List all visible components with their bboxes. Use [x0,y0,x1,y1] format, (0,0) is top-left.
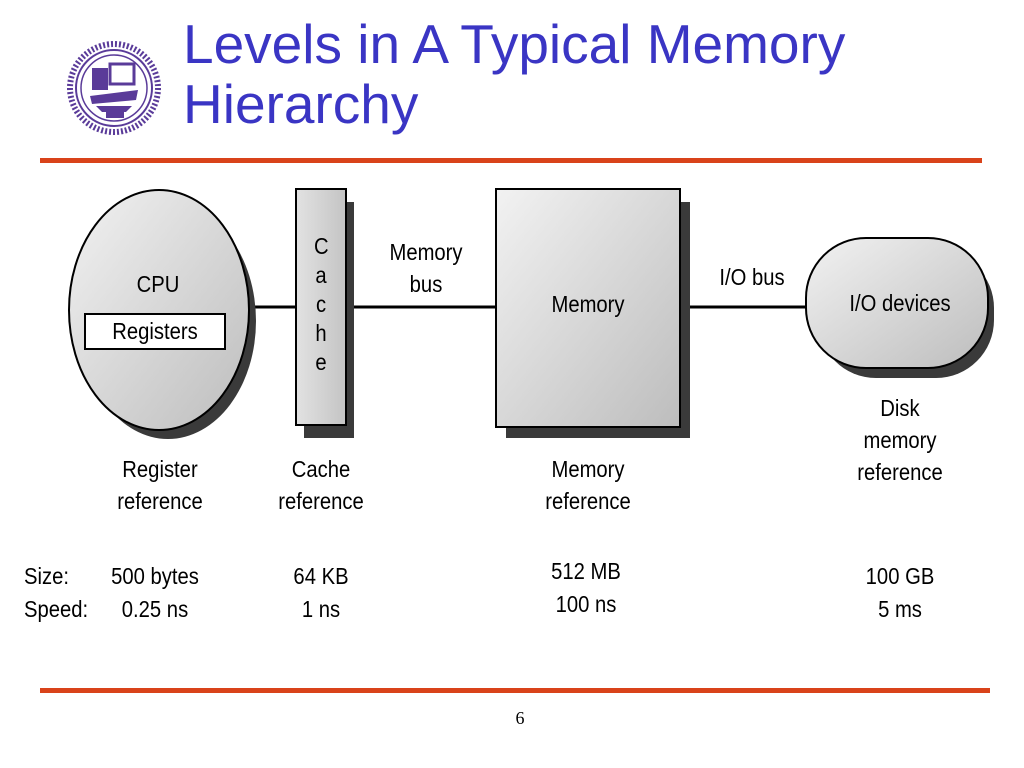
disk-reference-label: Disk memory reference [838,392,961,488]
cache-node [295,188,347,426]
memory-speed-value: 100 ns [555,591,617,617]
speed-row-label: Speed: [24,596,89,622]
cache-letters: Cache [313,233,329,375]
registers-box [84,313,226,350]
university-seal-icon [67,41,161,135]
registers-label: Registers [112,318,198,344]
memory-size-value: 512 MB [551,558,621,584]
cache-ref-line1: Cache [291,456,351,482]
cache-ref-line2: reference [278,488,364,514]
cache-vertical-label: Cache [299,232,343,377]
register-speed-value: 0.25 ns [121,596,189,622]
cpu-label: CPU [136,271,180,297]
disk-size-value: 100 GB [865,563,935,589]
page-number: 6 [515,708,525,728]
cpu-node [68,189,250,431]
register-reference-label: Register reference [98,453,221,517]
memory-node [495,188,681,428]
register-size-value: 500 bytes [111,563,199,589]
memory-bus-label-line2: bus [409,271,443,297]
title-line-2: Hierarchy [183,73,419,135]
cache-size-value: 64 KB [293,563,349,589]
memory-ref-line2: reference [545,488,631,514]
memory-label: Memory [551,291,625,317]
cache-speed-value: 1 ns [301,596,341,622]
disk-label-line2: memory [863,427,937,453]
cache-reference-label: Cache reference [259,453,382,517]
register-ref-line2: reference [117,488,203,514]
register-ref-line1: Register [122,456,198,482]
memory-ref-line1: Memory [551,456,625,482]
io-bus-label: I/O bus [719,264,785,290]
bottom-divider [40,688,990,693]
slide-title: Levels in A Typical Memory Hierarchy [183,14,983,134]
io-devices-label: I/O devices [849,290,951,316]
top-divider [40,158,982,163]
disk-speed-value: 5 ms [878,596,922,622]
io-devices-node [805,237,989,369]
title-line-1: Levels in A Typical Memory [183,13,846,75]
size-row-label: Size: [24,563,70,589]
disk-label-line3: reference [857,459,943,485]
memory-reference-label: Memory reference [525,453,652,517]
memory-bus-label: Memory bus [373,236,479,300]
disk-label-line1: Disk [880,395,920,421]
memory-bus-label-line1: Memory [389,239,463,265]
